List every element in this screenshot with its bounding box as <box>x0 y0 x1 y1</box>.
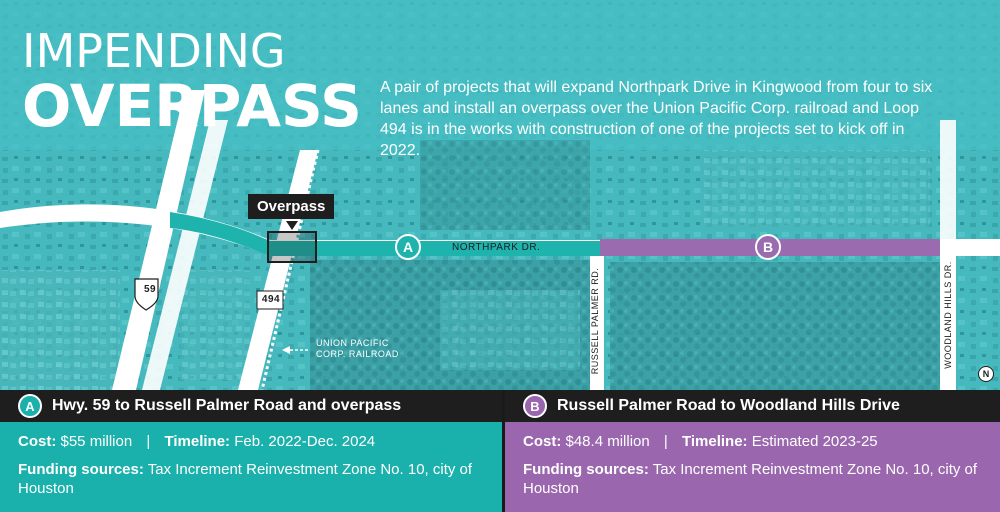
project-a-funding-label: Funding sources: <box>18 461 144 478</box>
overpass-callout: Overpass <box>248 194 335 219</box>
title-line-1: IMPENDING <box>22 24 286 78</box>
overpass-box <box>267 231 317 263</box>
project-b-timeline: Estimated 2023-25 <box>751 433 878 450</box>
project-b-funding: Tax Increment Reinvestment Zone No. 10, … <box>523 461 978 497</box>
hwy-59-label: 59 <box>143 284 157 295</box>
project-a-details: Cost: $55 million | Timeline: Feb. 2022-… <box>0 422 502 498</box>
project-b-timeline-label: Timeline: <box>681 433 748 450</box>
separator: | <box>146 433 151 450</box>
project-a-cost-label: Cost: <box>18 433 57 450</box>
separator: | <box>663 433 668 450</box>
project-a-heading: Hwy. 59 to Russell Palmer Road and overp… <box>52 397 402 414</box>
project-b-header: B Russell Palmer Road to Woodland Hills … <box>505 390 1000 422</box>
marker-b: B <box>755 234 781 260</box>
hwy-59-road <box>112 90 205 390</box>
project-a-header: A Hwy. 59 to Russell Palmer Road and ove… <box>0 390 502 422</box>
project-b-funding-label: Funding sources: <box>523 461 649 478</box>
intro-text: A pair of projects that will expand Nort… <box>380 79 933 159</box>
north-compass-icon: N <box>978 366 994 382</box>
project-b-details: Cost: $48.4 million | Timeline: Estimate… <box>505 422 1000 498</box>
project-b-panel: B Russell Palmer Road to Woodland Hills … <box>505 390 1000 512</box>
title-line-2: OVERPASS <box>22 72 362 140</box>
russell-palmer-label: RUSSELL PALMER RD. <box>590 267 600 375</box>
title-block: IMPENDING OVERPASS <box>22 26 362 136</box>
project-a-funding: Tax Increment Reinvestment Zone No. 10, … <box>18 461 473 497</box>
project-b-cost: $48.4 million <box>565 433 650 450</box>
project-b-cost-label: Cost: <box>523 433 562 450</box>
map-graphic <box>0 0 1000 390</box>
woodland-hills-road <box>940 256 956 390</box>
loop-494-shield <box>256 290 284 310</box>
route-a-segment <box>170 212 600 256</box>
woodland-hills-label: WOODLAND HILLS DR. <box>943 261 953 369</box>
northpark-label: NORTHPARK DR. <box>452 242 541 253</box>
aerial-map: IMPENDING OVERPASS A pair of projects th… <box>0 0 1000 390</box>
project-a-panel: A Hwy. 59 to Russell Palmer Road and ove… <box>0 390 502 512</box>
project-a-timeline-label: Timeline: <box>164 433 231 450</box>
project-b-heading: Russell Palmer Road to Woodland Hills Dr… <box>557 397 900 414</box>
russell-palmer-road <box>590 256 604 390</box>
callout-pointer <box>286 221 298 230</box>
marker-a: A <box>395 234 421 260</box>
project-a-cost: $55 million <box>60 433 133 450</box>
project-a-marker: A <box>18 394 42 418</box>
project-a-timeline: Feb. 2022-Dec. 2024 <box>234 433 376 450</box>
railroad-line <box>260 149 320 390</box>
project-b-marker: B <box>523 394 547 418</box>
railroad-label: UNION PACIFIC CORP. RAILROAD <box>316 338 399 359</box>
hwy-59-shield <box>134 278 159 311</box>
loop-494-label: 494 <box>261 294 281 305</box>
